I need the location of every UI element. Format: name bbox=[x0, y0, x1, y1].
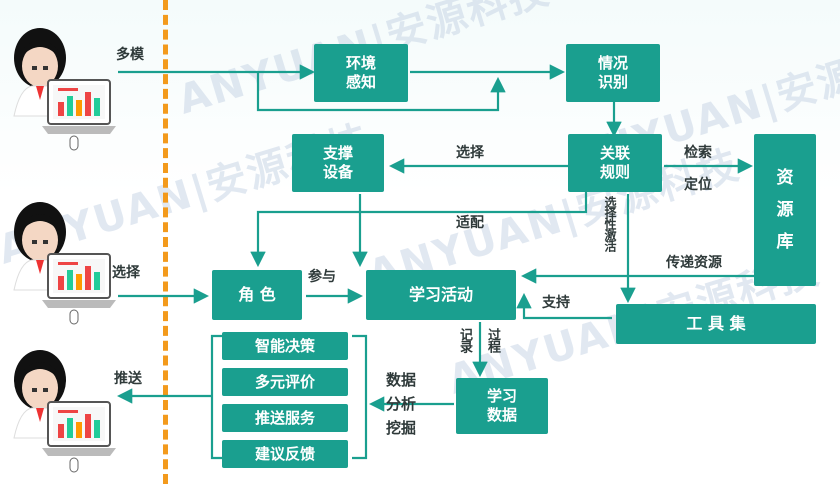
node-toolset-text: 工 具 集 bbox=[686, 314, 746, 333]
node-learning-data: 学习 数据 bbox=[456, 378, 548, 434]
label-selective-activation: 选择性激活 bbox=[603, 196, 617, 251]
label-push: 推送 bbox=[114, 371, 142, 387]
bracket-left bbox=[210, 334, 222, 460]
label-adapt: 适配 bbox=[456, 215, 484, 231]
node-association-rules: 关联 规则 bbox=[568, 134, 662, 192]
label-participate: 参与 bbox=[308, 269, 336, 285]
user-avatar-1 bbox=[13, 28, 116, 151]
node-resource-library: 资 源 库 bbox=[754, 134, 816, 286]
arrow-toolset-activity bbox=[516, 292, 612, 320]
node-support-equipment: 支撑 设备 bbox=[292, 134, 384, 192]
dashed-divider bbox=[163, 0, 168, 484]
node-support-equipment-text: 支撑 设备 bbox=[322, 144, 353, 181]
node-situation-recognition-text: 情况 识别 bbox=[597, 54, 628, 91]
bracket-right bbox=[352, 334, 368, 460]
node-association-rules-text: 关联 规则 bbox=[599, 144, 630, 181]
user-avatar-3 bbox=[13, 350, 116, 473]
node-smart-decision-text: 智能决策 bbox=[254, 336, 315, 355]
label-retrieve: 检索 bbox=[684, 145, 712, 161]
node-push-service-text: 推送服务 bbox=[254, 408, 315, 427]
node-role: 角 色 bbox=[212, 270, 302, 320]
node-env-perception: 环境 感知 bbox=[314, 44, 408, 102]
node-learning-activity-text: 学习活动 bbox=[408, 285, 473, 304]
node-learning-activity: 学习活动 bbox=[366, 270, 516, 320]
label-multimodal: 多模 bbox=[116, 47, 144, 63]
label-data-analysis-mining: 数据 分析 挖掘 bbox=[386, 371, 417, 437]
node-toolset: 工 具 集 bbox=[616, 304, 816, 344]
label-pass-resource: 传递资源 bbox=[666, 255, 722, 271]
label-select-left: 选择 bbox=[112, 265, 140, 281]
label-process: 过程 bbox=[485, 328, 500, 352]
node-push-service: 推送服务 bbox=[222, 404, 348, 432]
node-multi-evaluation: 多元评价 bbox=[222, 368, 348, 396]
node-env-perception-text: 环境 感知 bbox=[345, 54, 376, 91]
node-smart-decision: 智能决策 bbox=[222, 332, 348, 360]
node-learning-data-text: 学习 数据 bbox=[486, 387, 517, 424]
label-record: 记录 bbox=[457, 328, 472, 352]
node-resource-library-text: 资 源 库 bbox=[776, 167, 794, 253]
arrow-loop bbox=[256, 72, 506, 112]
label-support: 支持 bbox=[542, 295, 570, 311]
node-situation-recognition: 情况 识别 bbox=[566, 44, 660, 102]
label-select-support: 选择 bbox=[456, 145, 484, 161]
node-multi-evaluation-text: 多元评价 bbox=[254, 372, 315, 391]
node-suggestion-feedback-text: 建议反馈 bbox=[254, 444, 315, 463]
node-suggestion-feedback: 建议反馈 bbox=[222, 440, 348, 468]
user-avatar-2 bbox=[13, 202, 116, 325]
label-locate: 定位 bbox=[684, 177, 712, 193]
arrow-rules-role bbox=[250, 192, 588, 268]
node-role-text: 角 色 bbox=[238, 285, 276, 304]
